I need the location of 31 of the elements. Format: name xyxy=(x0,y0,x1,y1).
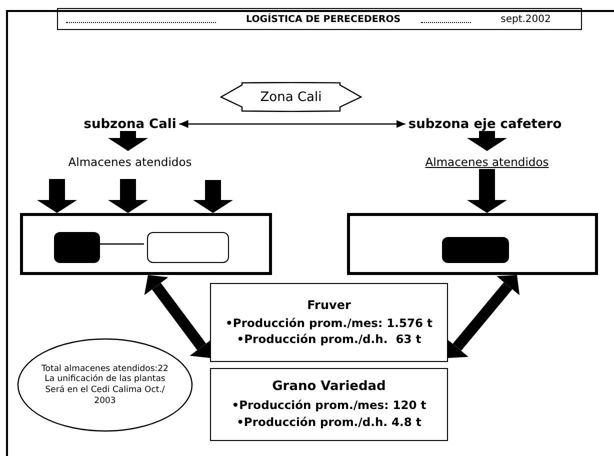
subzone-label: subzona Cali xyxy=(84,117,176,132)
arrow xyxy=(108,179,148,213)
production-line: •Producción prom./mes: 120 t xyxy=(232,397,426,414)
arrow xyxy=(37,179,77,213)
stores-panel xyxy=(347,213,598,275)
production-line: •Producción prom./mes: 1.576 t xyxy=(226,314,432,332)
header-date: sept.2002 xyxy=(500,14,551,24)
box-heading: Grano Variedad xyxy=(272,378,386,396)
header-title: LOGÍSTICA DE PERECEDEROS xyxy=(246,14,401,24)
arrow xyxy=(193,180,233,213)
store-box xyxy=(147,232,229,263)
zone-label: Zona Cali xyxy=(260,90,322,104)
production-box xyxy=(210,368,448,441)
arrow xyxy=(467,169,507,213)
stores-label: Almacenes atendidos xyxy=(425,155,549,169)
arrow xyxy=(108,131,148,151)
header-band xyxy=(57,8,582,30)
production-line: •Producción prom./d.h. 4.8 t xyxy=(236,414,422,431)
note-text: Total almacenes atendidos:22 La unificación de las plantas Será en el Cedi Calima Oct./ 2003 xyxy=(40,364,170,406)
store-block xyxy=(54,232,100,263)
double-arrow xyxy=(179,120,406,128)
store-block xyxy=(442,237,509,263)
stores-panel xyxy=(20,213,272,275)
production-box xyxy=(210,283,448,362)
arrow xyxy=(467,131,507,151)
box-heading: Fruver xyxy=(307,297,351,314)
stores-label: Almacenes atendidos xyxy=(68,155,192,169)
production-line: •Producción prom./d.h. 63 t xyxy=(236,331,422,348)
subzone-label: subzona eje cafetero xyxy=(408,117,562,132)
note-ellipse xyxy=(17,338,193,432)
zone-banner xyxy=(220,82,362,112)
